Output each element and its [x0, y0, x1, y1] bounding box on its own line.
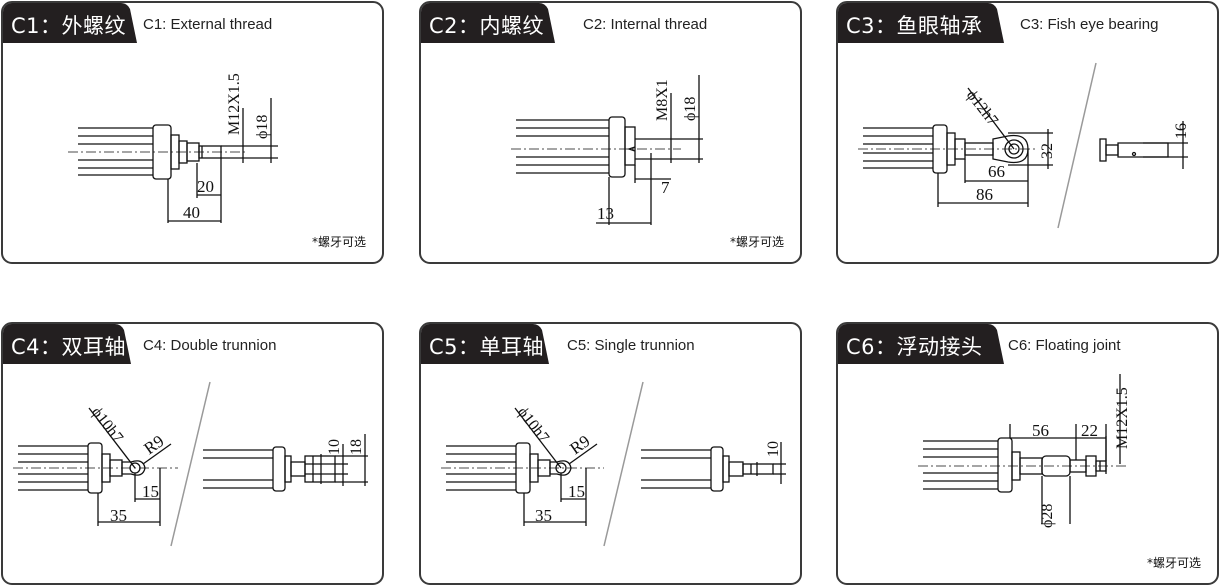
c2-dim-thread: M8X1 — [654, 79, 671, 121]
c5-title-tab: C5：单耳轴 — [421, 324, 571, 364]
c1-note: *螺牙可选 — [311, 235, 366, 249]
c2-dim-dia: ϕ18 — [682, 97, 699, 121]
card-c4-double-trunnion: ϕ10h7 R9 15 35 10 18 C4：双耳轴 C4: Double t… — [1, 322, 384, 585]
c5-dim-r9: R9 — [566, 431, 593, 458]
c3-dim-pin: ϕ12h7 — [963, 87, 1001, 129]
c6-subtitle: C6: Floating joint — [1008, 337, 1121, 354]
c2-code: C2：内螺纹 — [429, 14, 545, 38]
c3-dim-86: 86 — [976, 185, 993, 204]
c4-dim-r9: R9 — [140, 431, 167, 458]
c3-title-tab: C3：鱼眼轴承 — [838, 3, 1013, 43]
c2-note: *螺牙可选 — [729, 235, 784, 249]
c5-dim-10: 10 — [765, 441, 782, 457]
c1-dim-20: 20 — [197, 177, 214, 196]
c4-subtitle: C4: Double trunnion — [143, 337, 277, 354]
c2-dim-13: 13 — [597, 204, 614, 223]
c1-dim-40: 40 — [183, 203, 200, 222]
c6-title-tab: C6：浮动接头 — [838, 324, 1013, 364]
c6-note: *螺牙可选 — [1146, 556, 1201, 570]
c5-dim-15: 15 — [568, 482, 585, 501]
c6-dim-thread: M12X1.5 — [1114, 387, 1131, 449]
c5-subtitle: C5: Single trunnion — [567, 337, 695, 354]
c4-dim-pin: ϕ10h7 — [88, 404, 126, 446]
c1-code: C1：外螺纹 — [11, 14, 127, 38]
c6-drawing: 56 22 M12X1.5 ϕ28 — [918, 374, 1131, 528]
card-c3-fish-eye-bearing: ϕ12h7 66 86 32 16 C3：鱼眼轴承 C3: Fish eye b… — [836, 1, 1219, 264]
c4-title-tab: C4：双耳轴 — [3, 324, 143, 364]
c3-drawing: ϕ12h7 66 86 32 16 — [858, 62, 1190, 229]
c4-drawing: ϕ10h7 R9 15 35 10 18 — [13, 381, 368, 547]
c2-drawing: 7 13 M8X1 ϕ18 — [511, 75, 703, 225]
card-c2-internal-thread: 7 13 M8X1 ϕ18 C2：内螺纹 C2: Internal thread… — [419, 1, 802, 264]
c1-dim-dia: ϕ18 — [254, 115, 271, 139]
c4-dim-15: 15 — [142, 482, 159, 501]
c4-code: C4：双耳轴 — [11, 335, 127, 359]
c6-dim-22: 22 — [1081, 421, 1098, 440]
card-c1-external-thread: 20 40 M12X1.5 ϕ18 C1：外螺纹 C1: External th… — [1, 1, 384, 264]
c4-dim-18: 18 — [348, 439, 365, 455]
c3-subtitle: C3: Fish eye bearing — [1020, 16, 1159, 33]
c3-code: C3：鱼眼轴承 — [846, 14, 983, 38]
c3-dim-16: 16 — [1173, 123, 1190, 139]
c4-dim-35: 35 — [110, 506, 127, 525]
card-c6-floating-joint: 56 22 M12X1.5 ϕ28 C6：浮动接头 C6: Floating j… — [836, 322, 1219, 585]
c5-dim-35: 35 — [535, 506, 552, 525]
c2-subtitle: C2: Internal thread — [583, 16, 708, 33]
c1-dim-thread: M12X1.5 — [226, 73, 243, 135]
c6-dim-dia: ϕ28 — [1039, 504, 1056, 528]
c3-dim-32: 32 — [1039, 143, 1056, 159]
c1-title-tab: C1：外螺纹 — [3, 3, 143, 43]
card-c5-single-trunnion: ϕ10h7 R9 15 35 10 C5：单耳轴 C5: Single trun… — [419, 322, 802, 585]
c3-dim-66: 66 — [988, 162, 1005, 181]
c5-drawing: ϕ10h7 R9 15 35 10 — [441, 381, 786, 547]
c1-drawing: 20 40 M12X1.5 ϕ18 — [68, 73, 278, 223]
c2-title-tab: C2：内螺纹 — [421, 3, 571, 43]
c5-dim-pin: ϕ10h7 — [514, 404, 552, 446]
c2-dim-7: 7 — [661, 178, 670, 197]
c6-dim-56: 56 — [1032, 421, 1049, 440]
c4-dim-10: 10 — [326, 439, 343, 455]
c1-subtitle: C1: External thread — [143, 16, 273, 33]
c5-code: C5：单耳轴 — [429, 335, 545, 359]
c6-code: C6：浮动接头 — [846, 335, 983, 359]
